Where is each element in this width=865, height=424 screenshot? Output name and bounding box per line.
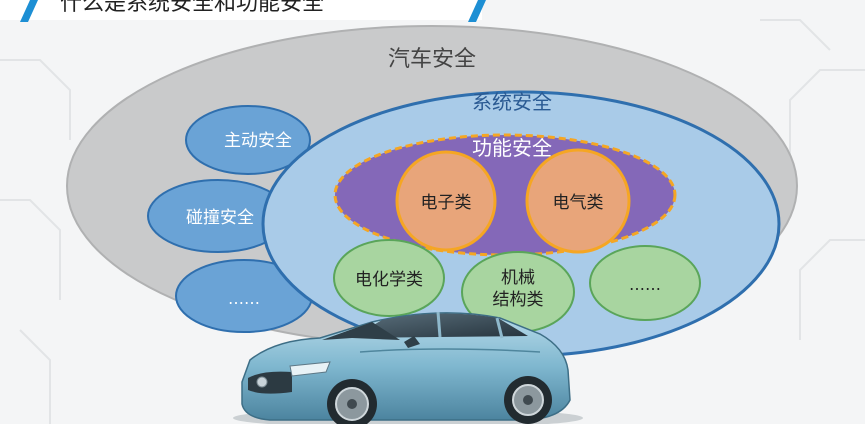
header-end-stripe: [468, 0, 486, 22]
left-item-0: 主动安全: [224, 131, 292, 151]
bubble-electrochemical: [333, 239, 445, 317]
left-item-1: 碰撞安全: [186, 208, 254, 228]
outer-label: 汽车安全: [388, 47, 476, 72]
header-bar: 什么是系统安全和功能安全: [0, 0, 486, 22]
functional-item-1: 电气类: [553, 193, 604, 213]
page-title: 什么是系统安全和功能安全: [60, 0, 324, 16]
car-image: [233, 311, 583, 424]
left-item-2: ……: [228, 289, 260, 308]
functional-label: 功能安全: [472, 136, 552, 160]
bottom-item-1-line-0: 机械: [501, 268, 535, 288]
bottom-item-1: 机械结构类: [493, 268, 544, 310]
bottom-item-2: ……: [629, 275, 661, 294]
header-accent-stripe: [20, 0, 38, 22]
functional-item-0: 电子类: [421, 193, 472, 213]
background-decoration: [0, 19, 865, 424]
left-bubbles: [147, 105, 313, 333]
bottom-item-1-line-1: 结构类: [493, 290, 544, 310]
bubble-electrical: [525, 148, 631, 254]
bubble-electronic: [395, 150, 497, 252]
bottom-item-0: 电化学类: [355, 270, 423, 290]
bubble-active-safety: [185, 105, 311, 175]
bubble-more-bottom: [589, 245, 701, 321]
system-label: 系统安全: [472, 90, 552, 114]
